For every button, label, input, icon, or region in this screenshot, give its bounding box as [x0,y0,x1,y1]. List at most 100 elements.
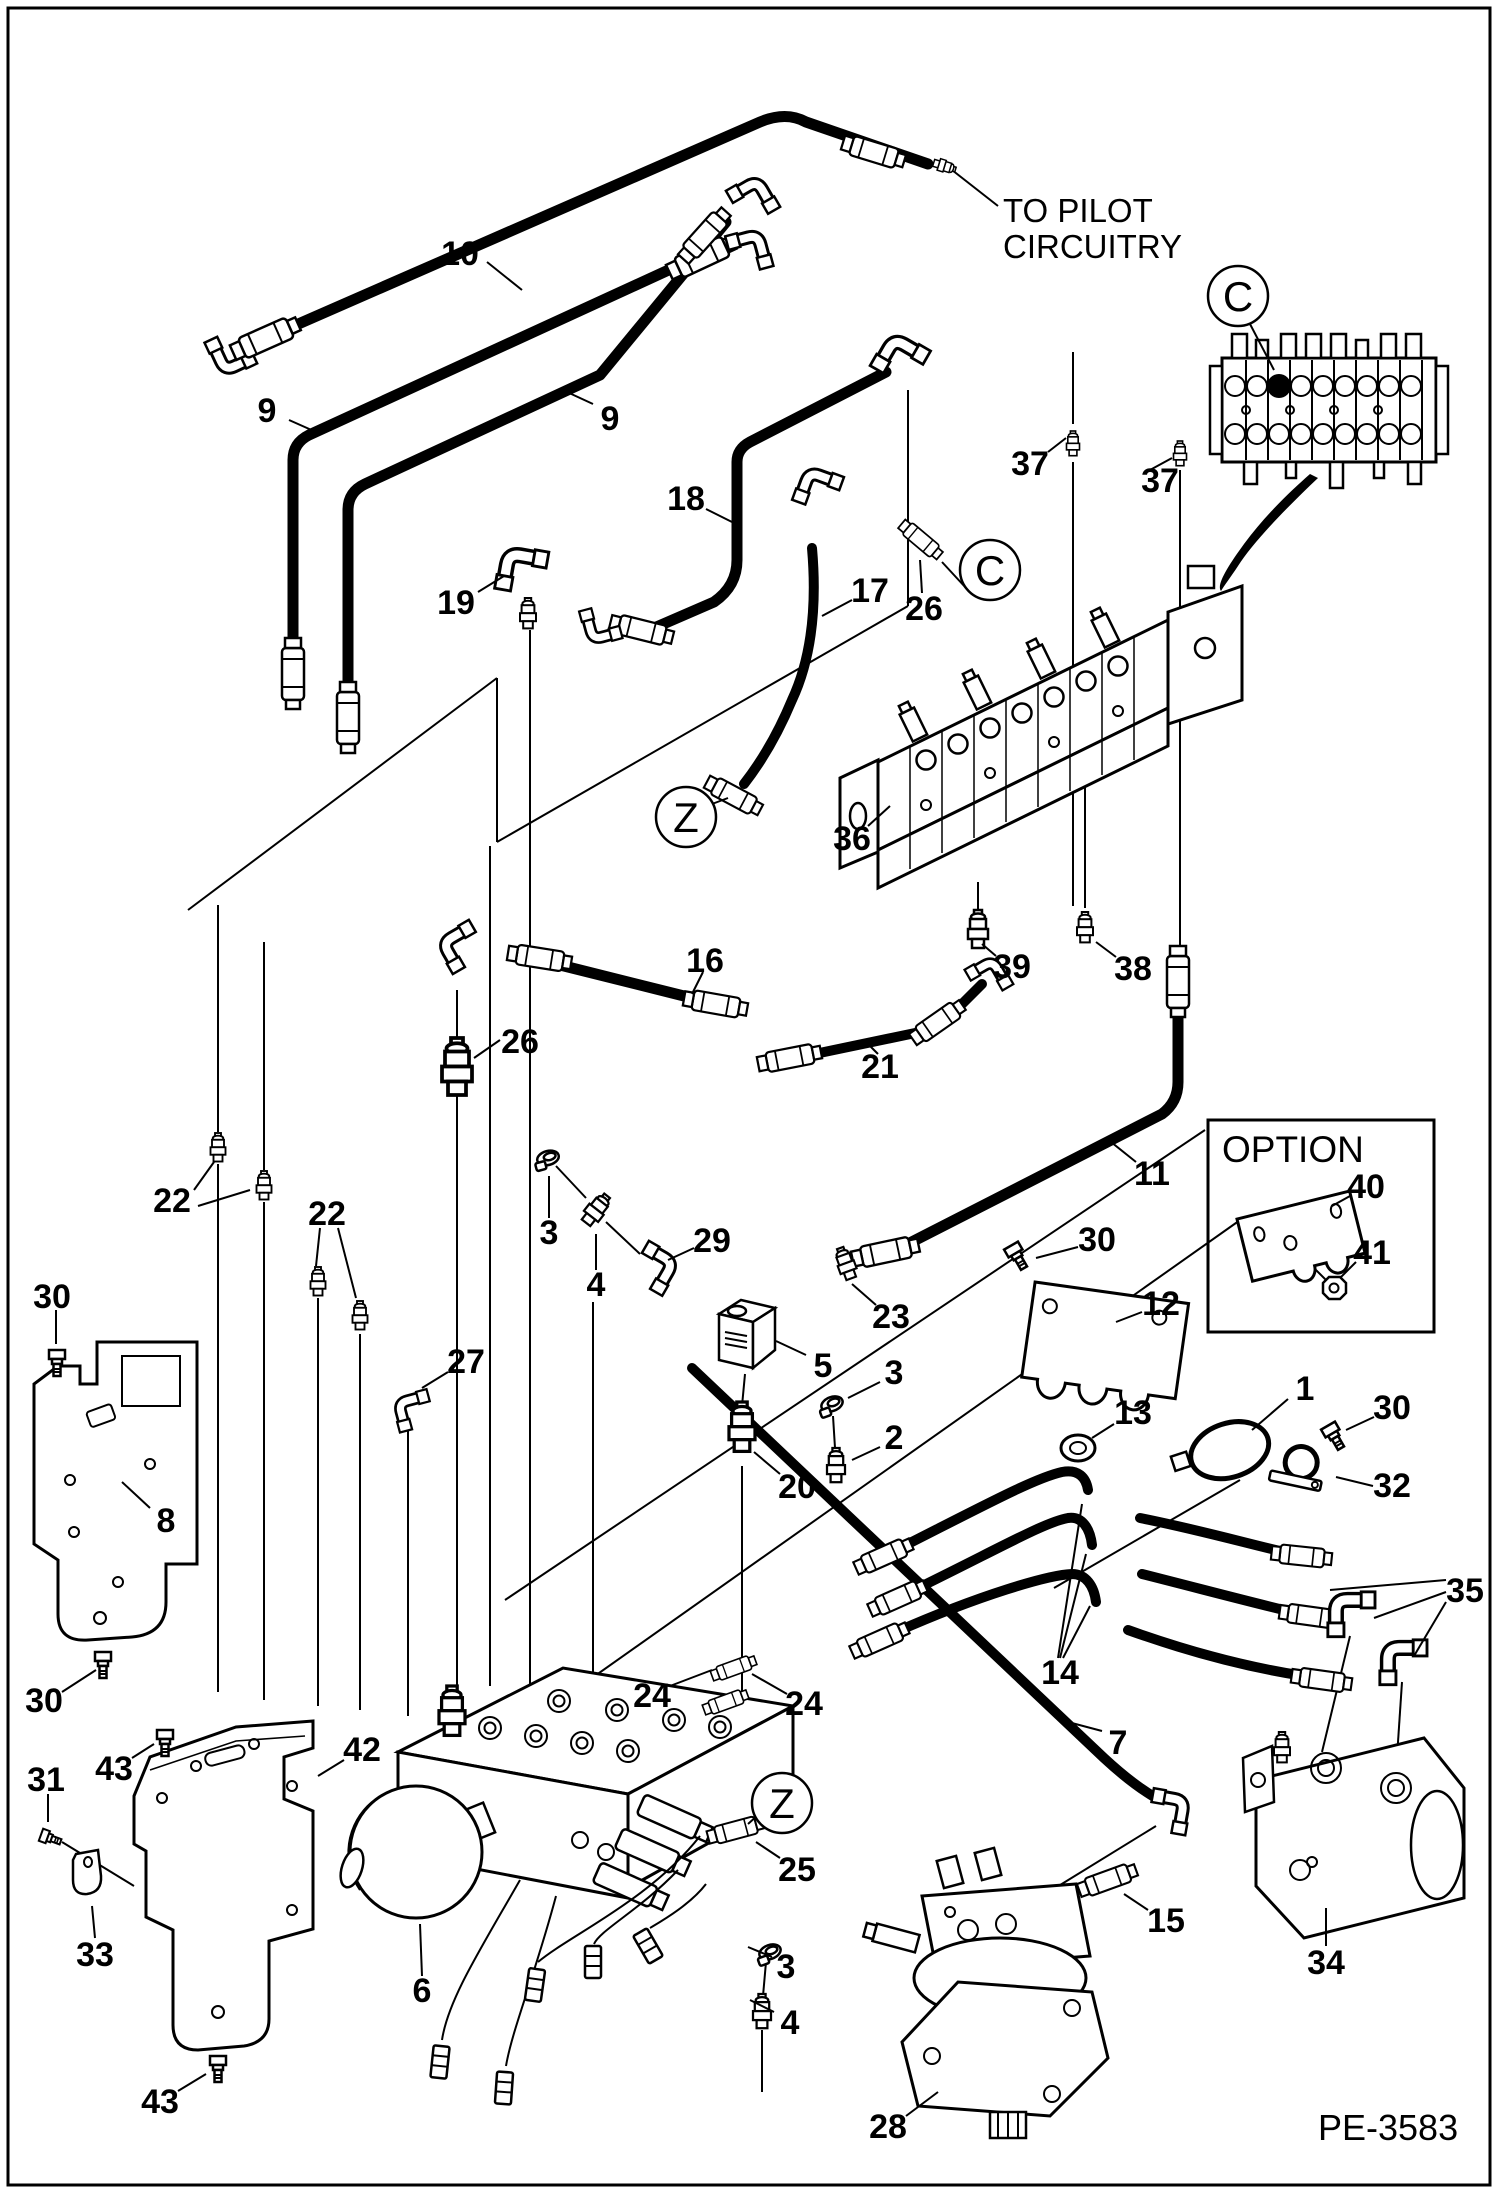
leader-line [755,1841,781,1859]
accumulator [339,1784,497,1920]
marker-leader-line [1249,323,1275,371]
pilot-note-line2: CIRCUITRY [1003,228,1182,265]
leader-line [1339,1261,1357,1279]
hose-14a [895,1466,1093,1553]
hose-16 [542,956,706,1006]
part-callout-25: 25 [778,1851,816,1889]
leader-line [867,1043,879,1055]
drive-motor [861,1846,1110,2140]
leader-line [981,943,997,957]
part-callout-9: 9 [258,392,277,430]
leader-line [177,2073,207,2092]
option-label: OPTION [1222,1129,1364,1170]
leader-line [1035,1246,1079,1259]
part-callout-1: 1 [1296,1370,1315,1408]
leader-line [821,599,853,617]
hose-18 [648,366,892,634]
part-callout-10: 10 [441,235,479,273]
leader-line [419,1923,423,1977]
part-callout-27: 27 [447,1343,485,1381]
part-callout-4: 4 [781,2004,800,2042]
part-callout-13: 13 [1114,1394,1152,1432]
detail-marker-circle-Z [654,785,718,849]
leader-line [851,1283,877,1306]
hose-14b [909,1512,1097,1595]
part-callout-5: 5 [814,1347,833,1385]
detail-marker-letter-Z: Z [673,794,699,841]
part-callout-35: 35 [1446,1572,1484,1610]
detail-marker-letter-Z: Z [769,1780,795,1827]
leader-line [197,1189,251,1207]
leader-line [1105,1137,1137,1163]
leader-line [473,1039,501,1059]
solenoid-valve [715,1298,779,1371]
leader-line [667,1247,695,1261]
leader-line [1413,1601,1447,1657]
part-callout-6: 6 [413,1972,432,2010]
part-callout-33: 33 [76,1936,114,1974]
part-callout-14: 14 [1041,1654,1079,1692]
swoosh-arrow [1219,474,1318,591]
detail-marker-circle-C [958,538,1022,602]
part-callout-22: 22 [308,1195,346,1233]
leader-line [705,508,735,524]
part-callout-37: 37 [1141,462,1179,500]
part-callout-39: 39 [993,948,1031,986]
leader-line [1057,1503,1083,1659]
part-callout-30: 30 [25,1682,63,1720]
leader-line [1047,437,1067,453]
part-callout-26: 26 [501,1023,539,1061]
part-callout-7: 7 [1109,1724,1128,1762]
leader-line [477,575,505,593]
port-location-dot [1267,374,1291,398]
leader-line [131,1743,155,1759]
main-control-valve [838,564,1244,891]
leader-line [421,1371,449,1389]
detail-marker-letter-C: C [975,547,1005,594]
leader-line [753,1451,781,1475]
bracket-8 [32,1340,199,1642]
hose-14f [1123,1625,1309,1681]
hose-14d [1135,1513,1289,1557]
leader-line [61,1669,97,1693]
page-border [6,6,1492,2187]
leader-line [486,261,523,291]
leader-line [1059,1553,1087,1659]
leader-line [91,1905,96,1939]
leader-line [847,1381,881,1399]
part-callout-15: 15 [1147,1902,1185,1940]
part-callout-24: 24 [633,1677,671,1715]
leader-line [905,2091,939,2117]
hose-9-right [342,216,732,720]
leader-line [1115,1311,1143,1323]
part-callout-19: 19 [437,584,475,622]
detail-marker-letter-C: C [1223,273,1253,320]
leader-line [749,1999,775,2013]
detail-marker-circle-C [1206,264,1270,328]
hose-14c [891,1569,1101,1637]
leader-line [315,1227,321,1267]
bracket-12 [1020,1280,1191,1412]
part-callout-40: 40 [1347,1168,1385,1206]
leader-line [851,1446,881,1461]
hydrostatic-pump [1241,1730,1466,1940]
leader-line [1062,1605,1091,1659]
part-callout-3: 3 [885,1354,904,1392]
manifold-block [339,1666,798,2106]
leader-line [337,1227,357,1299]
part-callout-2: 2 [885,1419,904,1457]
hose-14e [1137,1569,1297,1617]
fittings [37,131,1427,2084]
hose-clamp [1267,1444,1323,1492]
leader-line [288,419,317,433]
leader-line [1149,457,1173,471]
detail-marker-circle-Z [750,1771,814,1835]
hose-17 [739,543,819,789]
part-callout-18: 18 [667,480,705,518]
part-callout-20: 20 [778,1468,816,1506]
part-callout-43: 43 [95,1750,133,1788]
part-callout-31: 31 [27,1761,65,1799]
leader-line [317,1759,345,1777]
